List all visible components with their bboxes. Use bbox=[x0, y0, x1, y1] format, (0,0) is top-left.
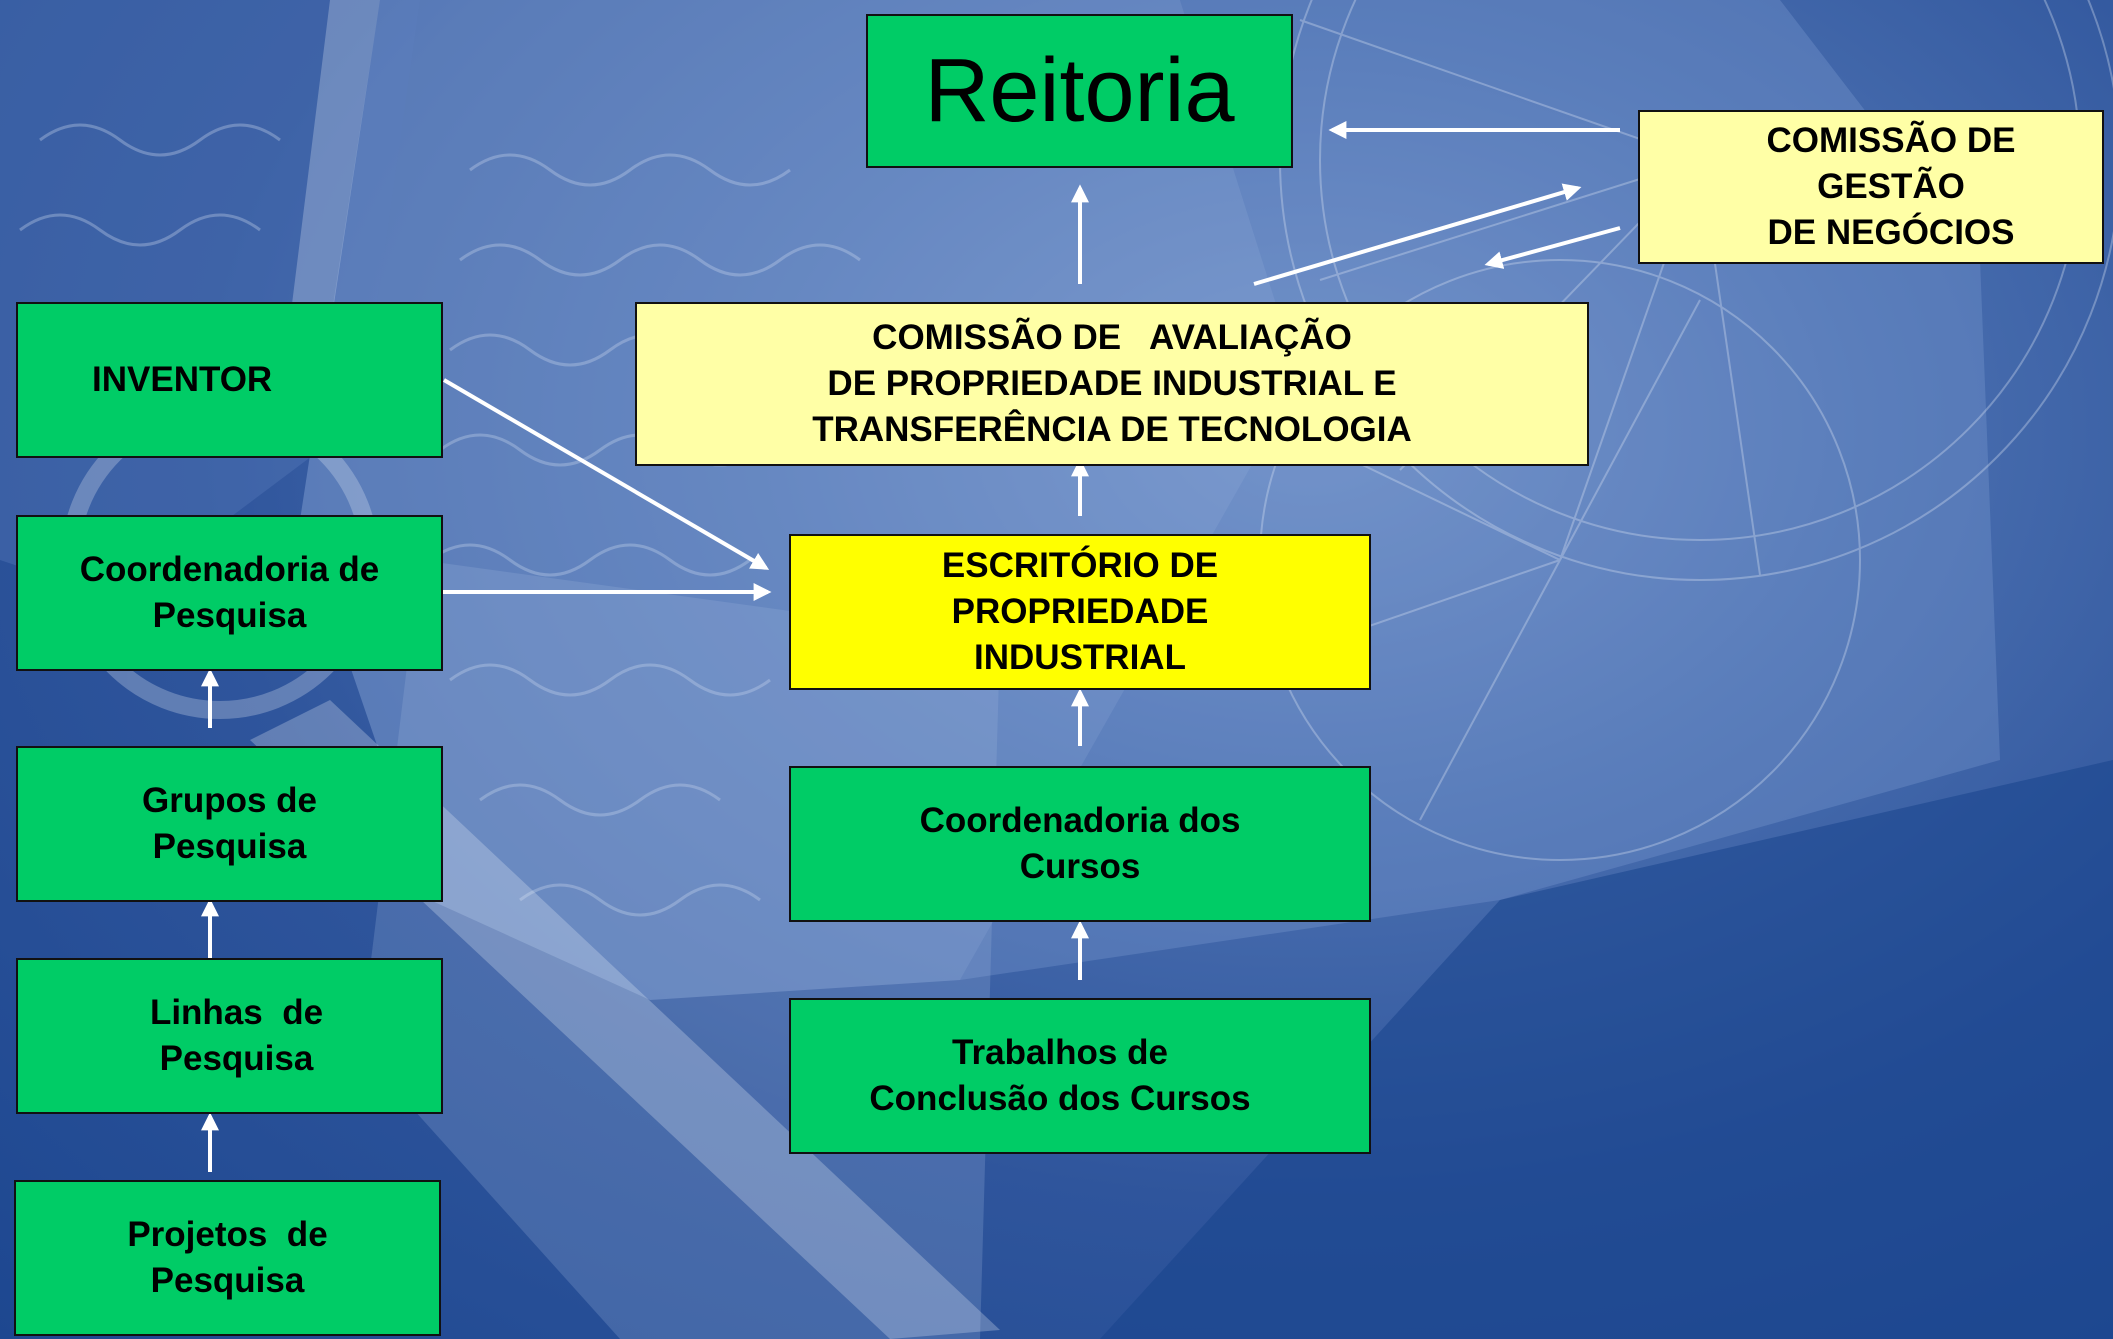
comissao-gestao-line-1: COMISSÃO DE bbox=[1766, 121, 2016, 160]
node-comissao-gestao-negocios: COMISSÃO DE GESTÃO DE NEGÓCIOS bbox=[1638, 110, 2104, 264]
node-grupos-pesquisa: Grupos de Pesquisa bbox=[16, 746, 443, 902]
escritorio-line-3: INDUSTRIAL bbox=[974, 638, 1186, 677]
grupos-pesquisa-line-1: Grupos de bbox=[141, 781, 318, 820]
coordenadoria-cursos-line-1: Coordenadoria dos bbox=[919, 801, 1241, 840]
inventor-label: INVENTOR bbox=[92, 360, 273, 399]
trabalhos-conclusao-line-2: Conclusão dos Cursos bbox=[869, 1079, 1251, 1118]
arrow-avaliacao-to-gestao bbox=[1253, 183, 1582, 286]
node-comissao-avaliacao: COMISSÃO DE AVALIAÇÃO DE PROPRIEDADE IND… bbox=[635, 302, 1589, 466]
node-coordenadoria-pesquisa: Coordenadoria de Pesquisa bbox=[16, 515, 443, 671]
reitoria-label: Reitoria bbox=[924, 41, 1235, 141]
comissao-avaliacao-line-2: DE PROPRIEDADE INDUSTRIAL E bbox=[827, 364, 1397, 403]
node-linhas-pesquisa: Linhas de Pesquisa bbox=[16, 958, 443, 1114]
arrow-inventor-to-escritorio bbox=[442, 378, 770, 570]
comissao-avaliacao-line-1: COMISSÃO DE AVALIAÇÃO bbox=[872, 318, 1352, 357]
escritorio-line-1: ESCRITÓRIO DE bbox=[941, 546, 1219, 585]
node-trabalhos-conclusao: Trabalhos de Conclusão dos Cursos bbox=[789, 998, 1371, 1154]
arrow-gestao-to-avaliacao bbox=[1484, 226, 1621, 269]
node-projetos-pesquisa: Projetos de Pesquisa bbox=[14, 1180, 441, 1336]
escritorio-line-2: PROPRIEDADE bbox=[951, 592, 1209, 631]
trabalhos-conclusao-line-1: Trabalhos de bbox=[952, 1033, 1168, 1072]
projetos-pesquisa-line-2: Pesquisa bbox=[150, 1261, 305, 1300]
projetos-pesquisa-line-1: Projetos de bbox=[127, 1215, 328, 1254]
linhas-pesquisa-line-2: Pesquisa bbox=[159, 1039, 314, 1078]
node-inventor: INVENTOR bbox=[16, 302, 443, 458]
linhas-pesquisa-line-1: Linhas de bbox=[149, 993, 324, 1032]
node-coordenadoria-cursos: Coordenadoria dos Cursos bbox=[789, 766, 1371, 922]
coordenadoria-cursos-line-2: Cursos bbox=[1019, 847, 1141, 886]
node-reitoria: Reitoria bbox=[866, 14, 1293, 168]
comissao-avaliacao-line-3: TRANSFERÊNCIA DE TECNOLOGIA bbox=[812, 410, 1412, 449]
coordenadoria-pesquisa-line-1: Coordenadoria de bbox=[79, 550, 380, 589]
comissao-gestao-line-2: GESTÃO bbox=[1817, 167, 1965, 206]
coordenadoria-pesquisa-line-2: Pesquisa bbox=[152, 596, 307, 635]
grupos-pesquisa-line-2: Pesquisa bbox=[152, 827, 307, 866]
comissao-gestao-line-3: DE NEGÓCIOS bbox=[1767, 213, 2015, 252]
node-escritorio-propriedade-industrial: ESCRITÓRIO DE PROPRIEDADE INDUSTRIAL bbox=[789, 534, 1371, 690]
